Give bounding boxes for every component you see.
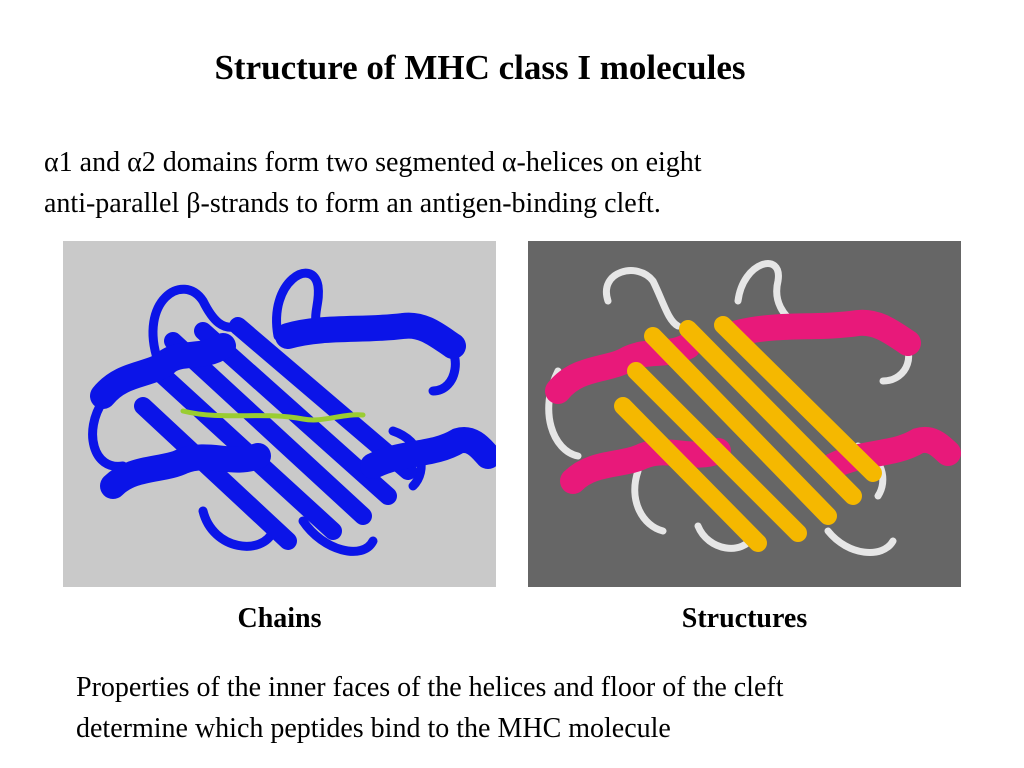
beta-symbol: β [186,188,201,219]
outro-text: Properties of the inner faces of the hel… [76,667,976,749]
chains-ribbon-illustration [88,268,496,556]
alpha-symbol: α [501,147,517,178]
alpha-symbol: α [44,147,59,178]
slide-title: Structure of MHC class I molecules [214,48,746,87]
intro-text: α1 and α2 domains form two segmented α-h… [44,142,944,224]
structures-caption: Structures [681,603,808,634]
chains-figure [63,241,496,587]
outro-line-1: Properties of the inner faces of the hel… [76,672,784,703]
alpha-symbol: α [127,147,142,178]
intro-line-2: anti-parallel β-strands to form an antig… [44,188,661,219]
outro-line-2: determine which peptides bind to the MHC… [76,713,671,744]
structures-figure [528,241,961,587]
chains-caption: Chains [237,603,322,634]
intro-line-1: α1 and α2 domains form two segmented α-h… [44,147,702,178]
structures-ribbon-illustration [545,260,961,556]
